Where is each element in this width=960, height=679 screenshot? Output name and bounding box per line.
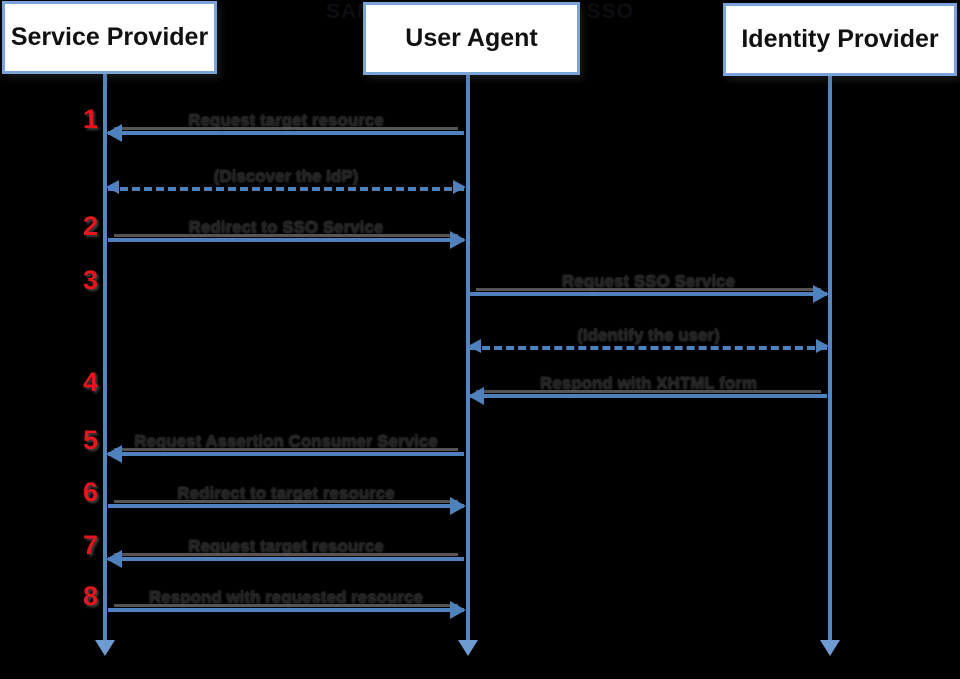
actor-box-user-agent: User Agent [363,2,580,75]
message-arrow-line [108,601,466,619]
arrowhead-left-icon [468,339,481,353]
lifeline-end-arrow-icon [458,640,478,656]
message-row-5: 5 Request Assertion Consumer Service [0,418,960,463]
message-row-8: 8 Respond with requested resource [0,574,960,619]
arrowhead-right-icon [450,231,466,249]
message-row-7: 7 Request target resource [0,523,960,568]
message-label: Redirect to target resource [177,483,395,502]
actor-label: Service Provider [10,23,209,51]
message-row-1: 1 Request target resource [0,97,960,142]
actor-label: Identity Provider [741,25,939,53]
message-arrow-line [106,124,464,142]
arrowhead-right-icon [450,497,466,515]
arrowhead-right-icon [816,339,829,353]
message-row-6: 6 Redirect to target resource [0,470,960,515]
lifeline-identity-provider [828,70,832,642]
message-row-3: 3 Request SSO Service [0,258,960,303]
message-label: Request SSO Service [562,271,735,290]
message-row-discover-idp: (Discover the IdP) [0,153,960,194]
message-dashed-line [468,339,829,353]
message-dashed-line [106,180,466,194]
message-arrow-line [108,231,466,249]
message-label: Redirect to SSO Service [188,217,384,236]
step-number: 1 [82,104,98,134]
message-arrow-line [108,497,466,515]
arrowhead-left-icon [468,387,484,405]
actor-box-identity-provider: Identity Provider [723,3,957,76]
arrowhead-right-icon [450,601,466,619]
message-arrow-line [106,445,464,463]
actor-label: User Agent [405,24,538,52]
message-label: Request Assertion Consumer Service [134,431,438,450]
lifeline-end-arrow-icon [95,640,115,656]
lifeline-service-provider [103,70,107,642]
step-number: 5 [82,425,98,455]
arrowhead-left-icon [106,124,122,142]
message-label: Respond with requested resource [149,587,423,606]
message-row-4: 4 Respond with XHTML form [0,360,960,405]
arrowhead-left-icon [106,550,122,568]
arrowhead-left-icon [106,180,119,194]
message-row-identify-user: (Identify the user) [0,312,960,353]
step-number: 8 [82,581,98,611]
lifeline-end-arrow-icon [820,640,840,656]
step-number: 3 [82,265,98,295]
step-number: 6 [82,477,98,507]
actor-box-service-provider: Service Provider [2,1,217,74]
step-number: 4 [82,367,98,397]
message-label: (Identify the user) [577,325,720,344]
message-row-2: 2 Redirect to SSO Service [0,204,960,249]
step-number: 7 [82,530,98,560]
arrowhead-right-icon [453,180,466,194]
lifeline-user-agent [466,70,470,642]
arrowhead-right-icon [813,285,829,303]
message-arrow-line [106,550,464,568]
message-label: Request target resource [188,110,384,129]
message-label: Respond with XHTML form [540,373,757,392]
step-number: 2 [82,211,98,241]
message-arrow-line [470,285,829,303]
message-label: (Discover the IdP) [213,166,359,185]
arrowhead-left-icon [106,445,122,463]
message-arrow-line [468,387,827,405]
message-label: Request target resource [188,536,384,555]
